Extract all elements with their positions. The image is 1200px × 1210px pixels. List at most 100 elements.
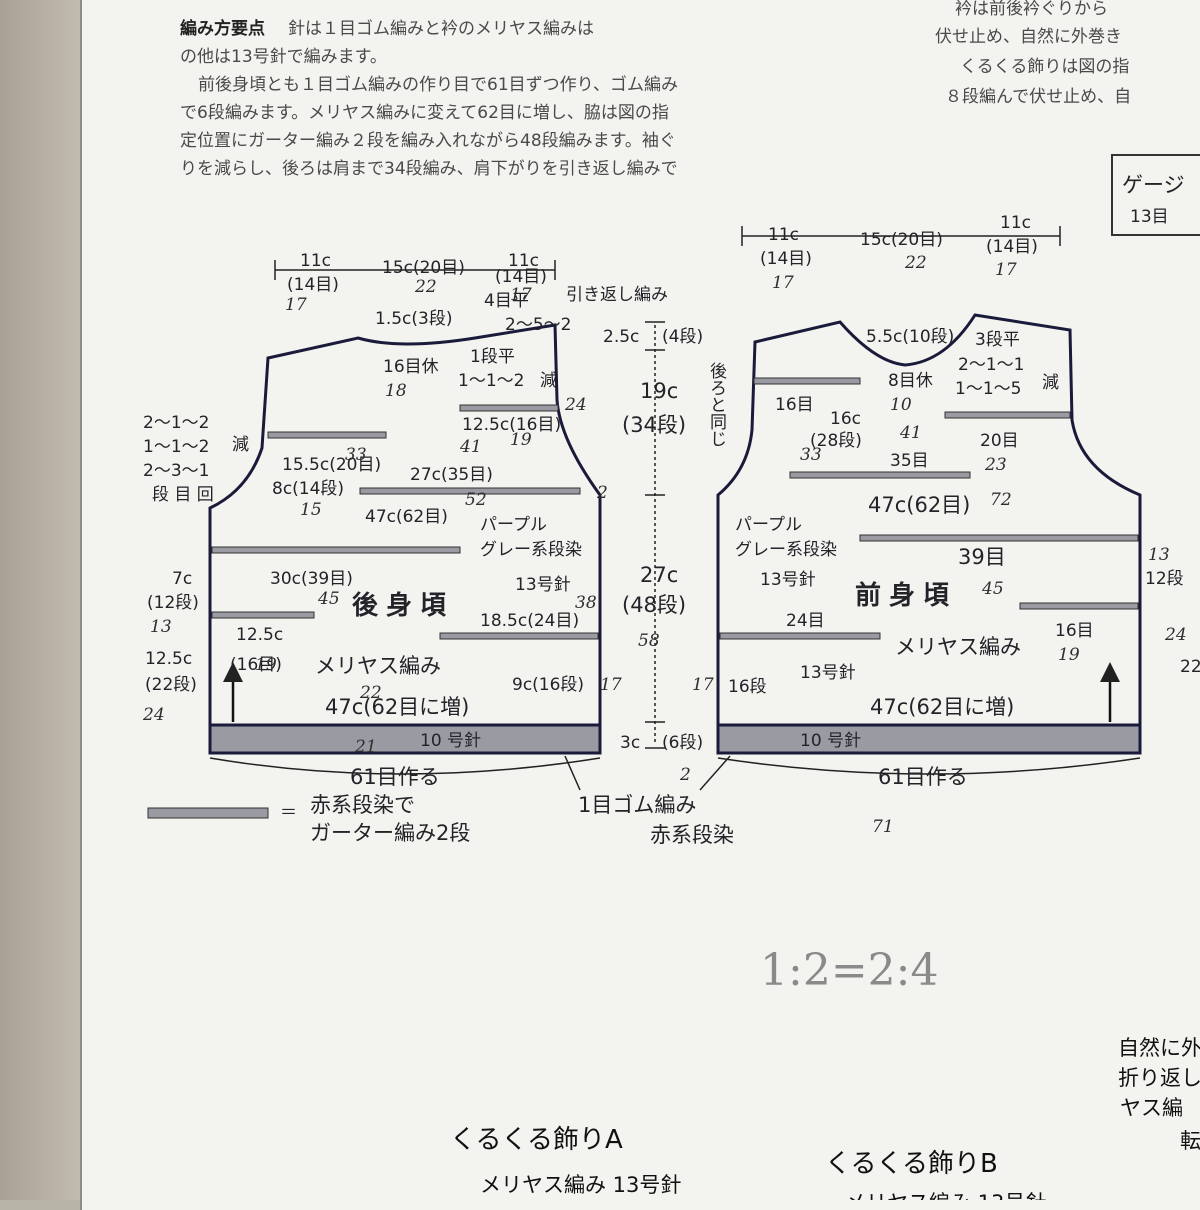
- back-side-dim: 12.5c: [145, 649, 192, 669]
- back-bar-label: 18.5c(24目): [480, 611, 579, 631]
- back-garter-bar: [211, 611, 315, 619]
- back-top-dim: 15c(20目): [382, 258, 465, 278]
- front-ribbing: [716, 723, 1142, 755]
- hw-note: 17: [772, 273, 794, 293]
- hw-note: 17: [600, 675, 622, 695]
- back-neck-side: 12.5c(16目): [462, 415, 561, 435]
- hw-note: 45: [981, 579, 1004, 599]
- back-neck-dec: 減: [540, 371, 557, 391]
- back-body-outline: [208, 323, 602, 727]
- hw-note: 2: [596, 483, 608, 503]
- hw-note: 13: [150, 617, 172, 637]
- deco-a-sub: メリヤス編み 13号針: [480, 1173, 681, 1197]
- back-garter-bar: [459, 404, 559, 412]
- deco-b-sub: メリヤス編み 13号針: [845, 1191, 1046, 1200]
- back-pullback: 引き返し編み: [566, 285, 668, 305]
- front-color: パープル: [735, 515, 802, 535]
- front-top-dim: 15c(20目): [860, 230, 943, 250]
- legend-line: ガーター編み2段: [310, 821, 470, 845]
- deco-a-title: くるくる飾りA: [450, 1125, 623, 1155]
- front-bar-label: 16目: [1055, 621, 1094, 641]
- center-dim: 3c: [620, 733, 640, 753]
- center-dim: (6段): [662, 733, 703, 753]
- deco-b-title: くるくる飾りB: [825, 1149, 998, 1179]
- front-garter-bar: [789, 471, 971, 479]
- center-dim: 19c: [640, 379, 678, 403]
- front-garter-bar: [719, 632, 881, 640]
- hw-note: 22: [359, 683, 382, 703]
- back-armhole-width: 8c(14段): [272, 479, 344, 499]
- front-bar-label: 16c: [830, 409, 861, 429]
- front-title: 前身頃: [855, 580, 957, 611]
- back-shoulder: 2～5～2: [505, 315, 571, 335]
- back-top-dim: 11c: [508, 251, 539, 271]
- hw-note: 72: [990, 490, 1012, 510]
- back-garter-bar: [267, 431, 387, 439]
- front-top-sub: (14目): [760, 249, 812, 269]
- back-arm-dec: 2～3～1: [143, 461, 209, 481]
- legend: ＝ 赤系段染で ガーター編み2段: [147, 793, 470, 845]
- back-stitch: メリヤス編み: [315, 654, 441, 678]
- hw-note: 24: [1164, 625, 1187, 645]
- back-arm-dec: 段 目 回: [152, 485, 214, 505]
- center-dim: (4段): [662, 327, 703, 347]
- front-bar-label: 20目: [980, 431, 1019, 451]
- front-side-rows: 12段: [1145, 569, 1184, 589]
- hw-note: 33: [800, 445, 822, 465]
- gauge-box: ゲージ 13目: [1111, 154, 1200, 236]
- back-garter-bar: [359, 487, 581, 495]
- front-neck-dec: 1～1～5: [955, 379, 1021, 399]
- center-dim: (34段): [622, 413, 686, 437]
- handwritten-notes: 17 22 17 17 22 17 18 10 41 24 19 41 23 3…: [142, 253, 1187, 996]
- back-arm-dec: 2～1～2: [143, 413, 209, 433]
- instruction-right-line: 衿は前後衿ぐりから: [955, 0, 1108, 19]
- back-title: 後身頃: [352, 590, 454, 621]
- instruction-right-line: 伏せ止め、自然に外巻き: [935, 27, 1122, 47]
- front-top-dim: 11c: [768, 225, 799, 245]
- right-note: 自然に外: [1118, 1036, 1200, 1060]
- front-neck-dec: 2～1～1: [958, 355, 1024, 375]
- front-same-as-back: 後ろと同じ: [706, 362, 727, 447]
- hw-note: 22: [904, 253, 927, 273]
- front-garter-bar: [944, 411, 1071, 419]
- front-bar-label: 39目: [958, 545, 1006, 569]
- hw-note: 17: [285, 295, 307, 315]
- front-garter-bar: [753, 377, 861, 385]
- hw-note: 19: [1058, 645, 1080, 665]
- front-bar-label: 24目: [786, 611, 825, 631]
- legend-eq: ＝: [280, 803, 297, 823]
- front-rib-needle: 10 号針: [800, 731, 861, 751]
- instruction-line: 針は１目ゴム編みと衿のメリヤス編みは: [288, 18, 594, 39]
- right-note: 折り返し: [1118, 1066, 1200, 1090]
- instruction-text: 編み方要点 針は１目ゴム編みと衿のメリヤス編みは の他は13号針で編みます。 前…: [180, 0, 1131, 179]
- center-dim: (48段): [622, 593, 686, 617]
- back-bar-label: 27c(35目): [410, 465, 493, 485]
- center-dim: 27c: [640, 563, 678, 587]
- front-garter-bar: [1019, 602, 1139, 610]
- back-arm-dec-label: 減: [232, 435, 249, 455]
- front-neck-dec: 減: [1042, 373, 1059, 393]
- back-rib-needle: 10 号針: [420, 731, 481, 751]
- front-side-low: 22段: [1180, 657, 1200, 677]
- back-neck-rest: 16目休: [383, 357, 439, 377]
- front-hem-left: 16段: [728, 677, 767, 697]
- hw-note: 19: [510, 430, 532, 450]
- back-cast-on: 61目作る: [350, 765, 440, 789]
- back-top-sub: (14目): [287, 275, 339, 295]
- front-bar-label: 35目: [890, 451, 929, 471]
- back-neck-dec: 1～1～2: [458, 371, 524, 391]
- front-color: 13号針: [760, 570, 816, 590]
- front-body-outline: [716, 313, 1142, 727]
- back-bust: 47c(62目): [365, 507, 448, 527]
- back-side-dim: (12段): [147, 593, 199, 613]
- back-top-sub: (14目): [495, 267, 547, 287]
- hw-note: 21: [354, 737, 377, 757]
- back-arm-dec: 1～1～2: [143, 437, 209, 457]
- back-armhole: 15.5c(20目): [282, 455, 381, 475]
- hw-note: 45: [317, 589, 340, 609]
- front-neck-rest: 8目休: [888, 371, 933, 391]
- instruction-line: りを減らし、後ろは肩まで34段編み、肩下がりを引き返し編みで: [180, 159, 678, 179]
- front-bar-label: 16目: [775, 395, 814, 415]
- hw-note: 24: [564, 395, 587, 415]
